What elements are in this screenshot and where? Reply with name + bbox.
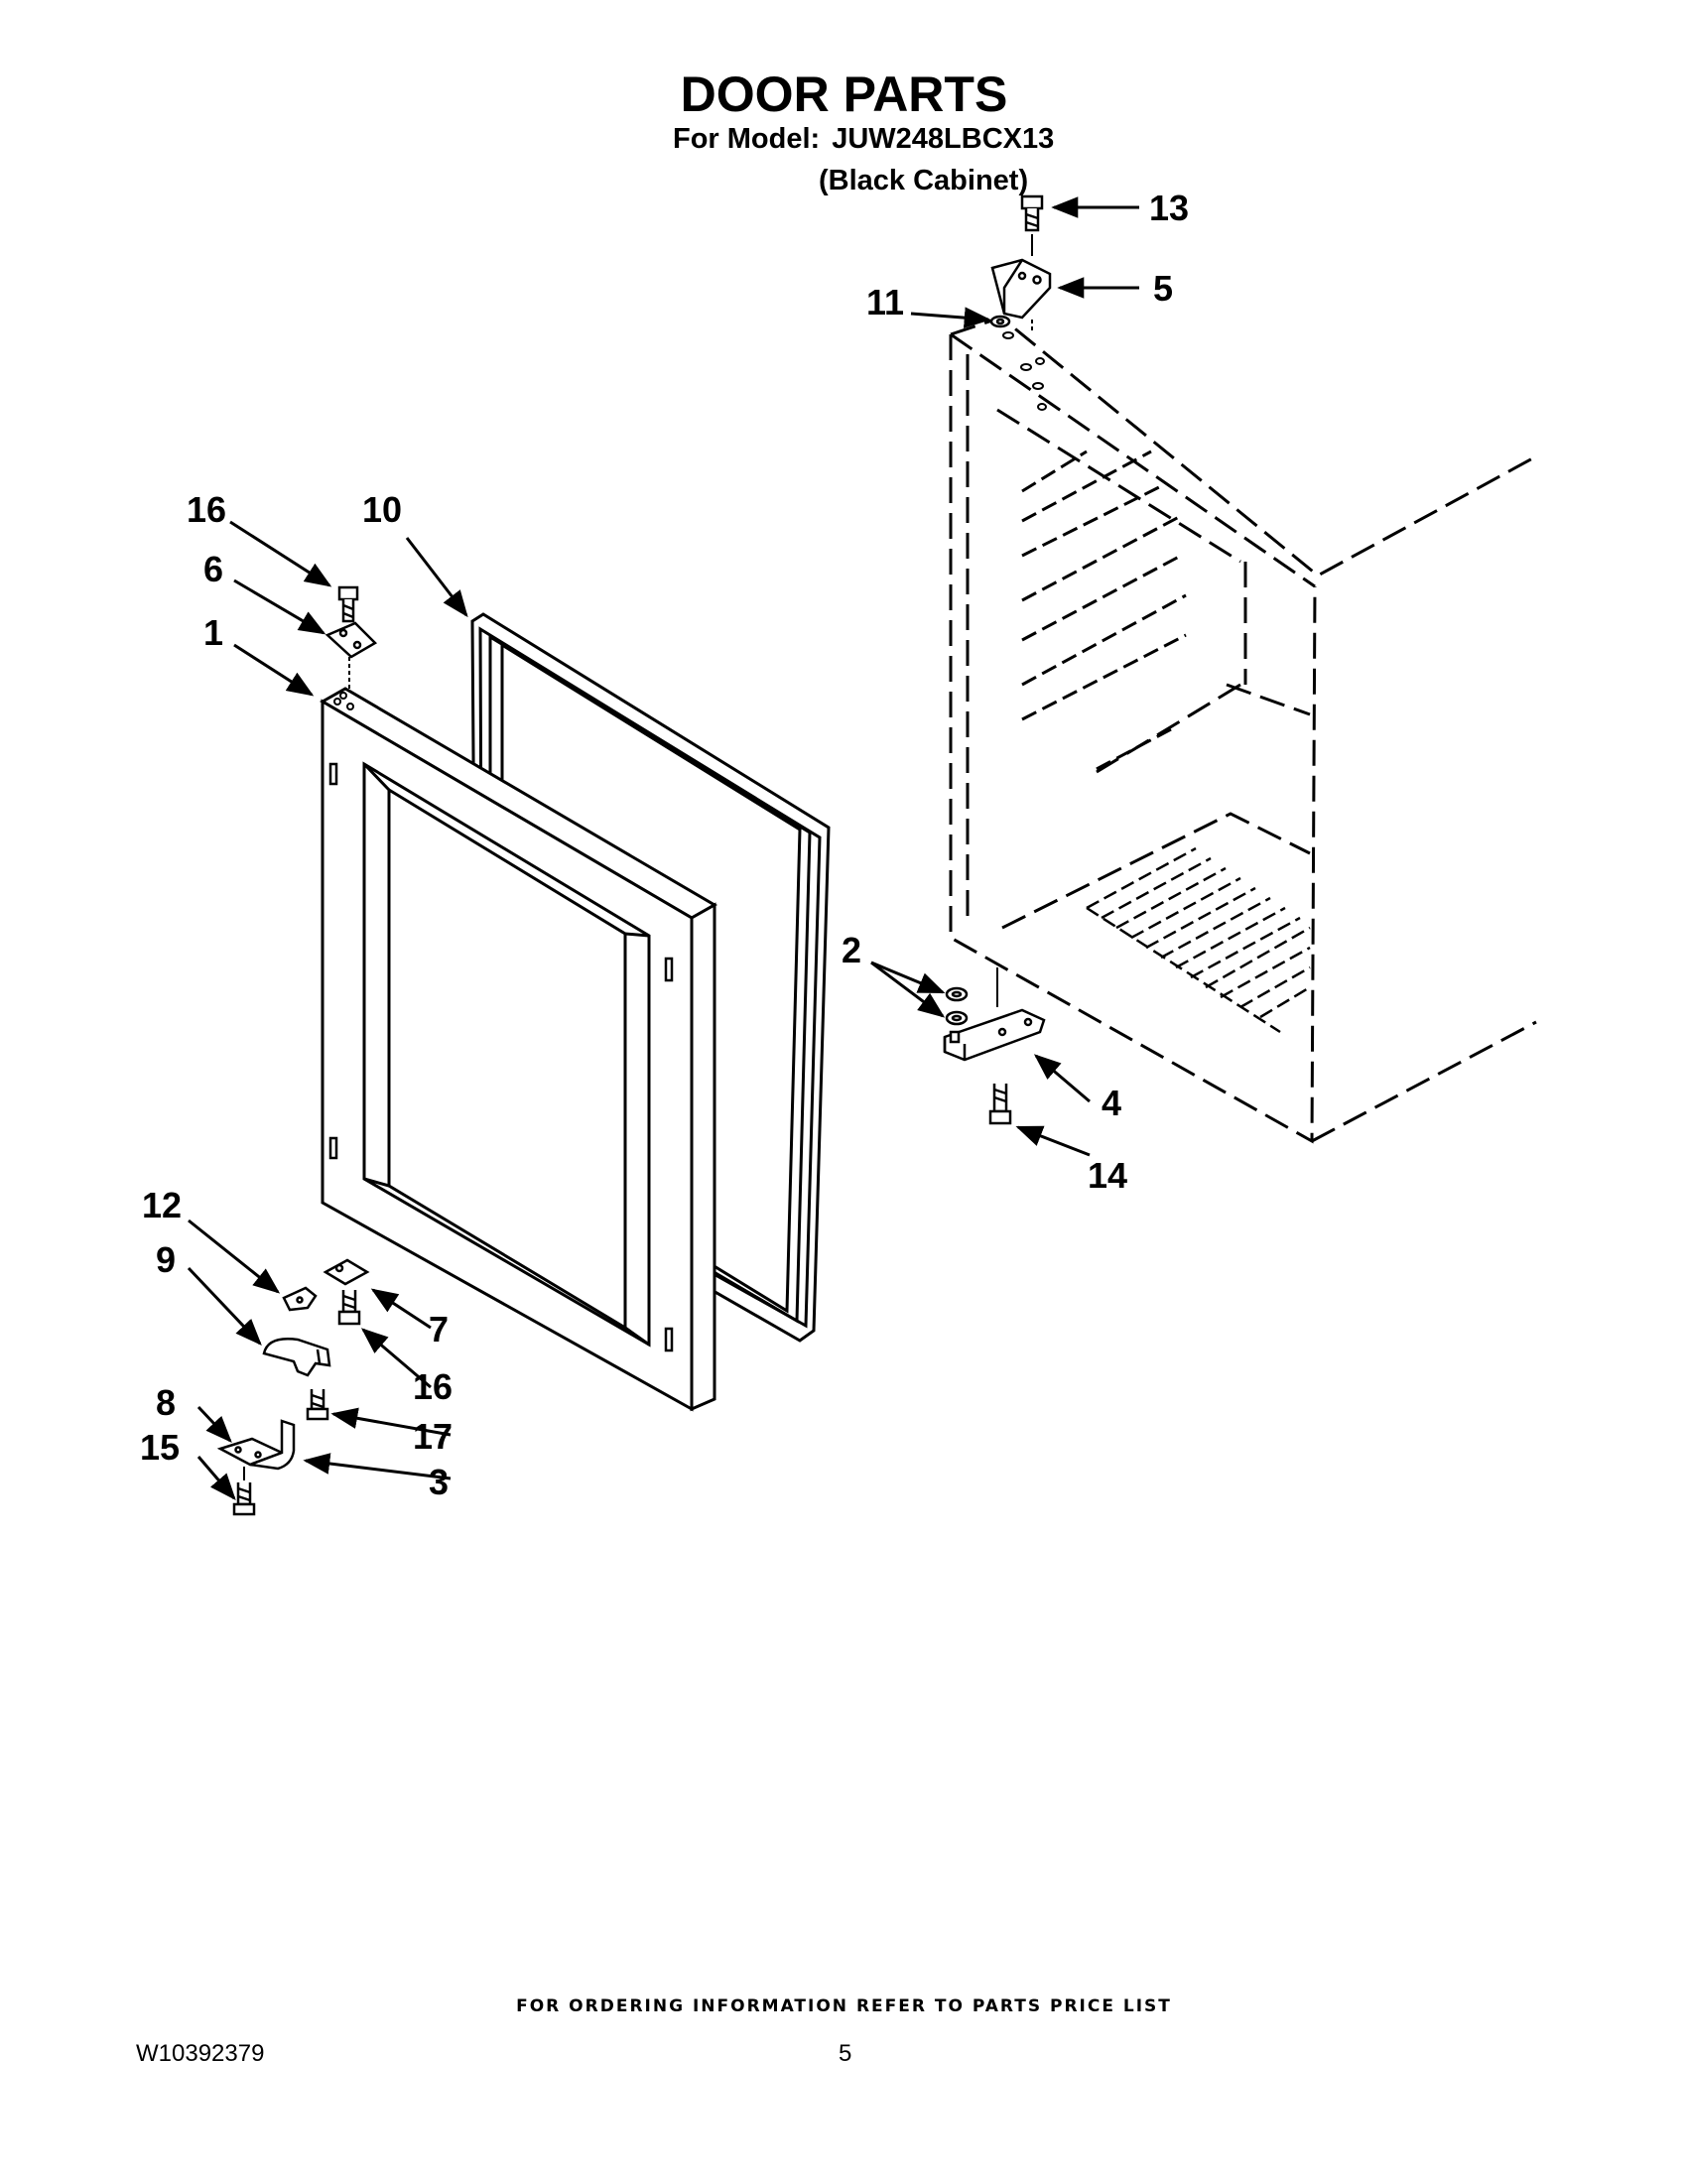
callout-6: 6 [203, 549, 224, 589]
door-bottom-hinge [323, 1258, 370, 1286]
bottom-hinge-screw [988, 1084, 1012, 1125]
door-stop-screw [306, 1389, 329, 1421]
cabinet-floor-grille [1086, 846, 1311, 1034]
callout-13: 13 [1149, 188, 1190, 228]
cabinet-variant: (Black Cabinet) [819, 165, 1029, 196]
callout-2: 2 [842, 930, 862, 970]
door-top-screw [337, 585, 359, 623]
door-top-hinge [325, 621, 378, 659]
bottom-cabinet-hinge [943, 1008, 1046, 1062]
door-bottom-screw [337, 1290, 361, 1326]
callout-10: 10 [362, 489, 403, 530]
leader-arrows [187, 196, 1139, 1501]
door-stop-plate [282, 1286, 318, 1312]
cabinet-hinge-holes [1002, 331, 1047, 411]
callout-14: 14 [1088, 1155, 1128, 1196]
callout-7: 7 [429, 1309, 450, 1349]
page-title: DOOR PARTS [680, 66, 1008, 122]
callout-1: 1 [203, 612, 224, 653]
callout-17: 17 [413, 1416, 454, 1457]
callout-4: 4 [1102, 1083, 1122, 1123]
bracket-screw [232, 1482, 256, 1516]
hinge-washer-top [989, 315, 1011, 328]
door-closer-cam [262, 1338, 331, 1377]
model-line: For Model: JUW248LBCX13 [673, 123, 1054, 156]
door-frame [319, 687, 718, 1412]
door-slots [328, 762, 674, 1352]
callout-16-top: 16 [187, 489, 227, 530]
page-number: 5 [839, 2040, 852, 2067]
ordering-info: FOR ORDERING INFORMATION REFER TO PARTS … [516, 1996, 1172, 2016]
door-top-holes [333, 692, 354, 710]
top-hinge-bracket [990, 258, 1052, 320]
model-label: For Model: [673, 123, 821, 155]
callout-12: 12 [142, 1185, 183, 1225]
callout-3: 3 [429, 1462, 450, 1502]
callout-9: 9 [156, 1239, 177, 1280]
model-number: JUW248LBCX13 [832, 123, 1055, 155]
callout-8: 8 [156, 1382, 177, 1423]
cabinet-vent-slots [1021, 450, 1187, 771]
door-bottom-bracket [216, 1419, 296, 1471]
callout-15: 15 [140, 1427, 181, 1468]
callout-16-bottom: 16 [413, 1366, 454, 1407]
document-number: W10392379 [136, 2040, 265, 2067]
callout-11: 11 [866, 282, 905, 322]
hinge-washers [945, 986, 969, 1026]
callout-5: 5 [1153, 268, 1174, 309]
top-hinge-screw [1020, 194, 1044, 232]
